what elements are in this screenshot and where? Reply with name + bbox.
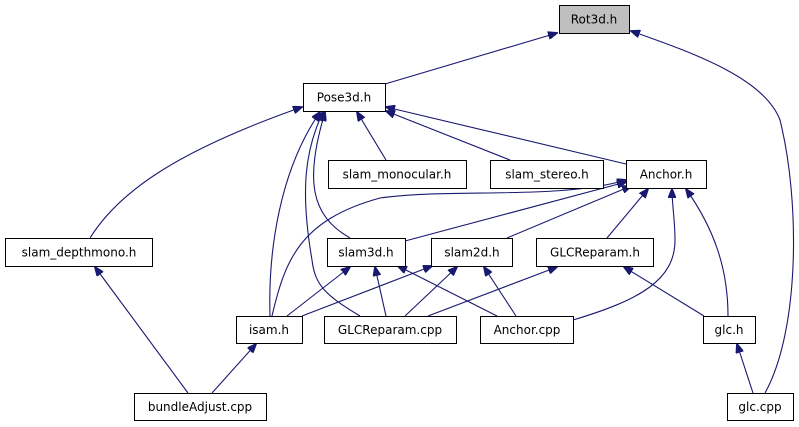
node-glcreparam-h[interactable]: GLCReparam.h: [536, 238, 654, 267]
node-glc-cpp[interactable]: glc.cpp: [727, 393, 794, 421]
node-label: GLCReparam.cpp: [338, 323, 442, 337]
node-glc-h[interactable]: glc.h: [703, 316, 756, 344]
edge-glcreparamcpp-pose3d: [304, 112, 361, 317]
nodes: Rot3d.h Pose3d.h slam_monocular.h slam_s…: [5, 5, 794, 421]
node-slam3d[interactable]: slam3d.h: [327, 238, 406, 267]
node-label: isam.h: [249, 323, 289, 337]
node-label: Rot3d.h: [571, 13, 618, 27]
node-label: bundleAdjust.cpp: [148, 400, 252, 414]
edges: [89, 31, 795, 394]
edge-glcreparamcpp-slam2d: [404, 267, 457, 317]
edge-slam3d-anchorh: [404, 182, 626, 242]
edge-glcreparamh-anchorh: [606, 189, 648, 239]
edge-pose3d-rot3d: [384, 33, 557, 85]
edge-glccpp-glch: [737, 344, 754, 394]
node-label: slam2d.h: [444, 246, 499, 260]
node-slam-monocular[interactable]: slam_monocular.h: [328, 160, 467, 189]
node-slam-stereo[interactable]: slam_stereo.h: [490, 160, 604, 189]
node-isam[interactable]: isam.h: [236, 316, 303, 344]
edge-anchorcpp-slam3d: [398, 266, 498, 317]
edge-glcreparamcpp-glcreparamh: [427, 267, 557, 317]
edge-anchorh-pose3d: [386, 107, 627, 165]
node-label: GLCReparam.h: [550, 246, 640, 260]
edge-glch-glcreparamh: [624, 267, 705, 317]
edge-isam-anchorh: [271, 180, 626, 317]
edge-isam-pose3d: [269, 112, 320, 317]
edge-glcreparamcpp-slam3d: [375, 267, 387, 317]
node-pose3d[interactable]: Pose3d.h: [303, 83, 386, 112]
node-bundleadjust[interactable]: bundleAdjust.cpp: [134, 393, 267, 421]
edge-slamstereo-pose3d: [386, 111, 511, 161]
node-anchor-cpp[interactable]: Anchor.cpp: [480, 316, 574, 344]
edge-anchorcpp-anchorh: [572, 189, 675, 321]
edge-glccpp-rot3d: [631, 31, 795, 394]
node-label: slam_stereo.h: [505, 168, 589, 182]
node-slam-depthmono[interactable]: slam_depthmono.h: [5, 238, 153, 267]
node-anchor-h[interactable]: Anchor.h: [626, 160, 707, 189]
edge-bundleadjust-slamdepthmono: [95, 267, 189, 394]
edge-isam-slam3d: [286, 267, 350, 317]
node-glcreparam-cpp[interactable]: GLCReparam.cpp: [324, 316, 457, 344]
node-label: glc.cpp: [738, 400, 781, 414]
node-label: Anchor.cpp: [494, 323, 561, 337]
edge-isam-slam2d: [301, 266, 432, 317]
node-label: Pose3d.h: [317, 91, 371, 105]
node-label: slam3d.h: [338, 246, 393, 260]
edge-slam3d-pose3d: [313, 112, 351, 239]
node-label: glc.h: [715, 323, 744, 337]
edge-slammonocular-pose3d: [357, 112, 387, 161]
node-slam2d[interactable]: slam2d.h: [431, 238, 513, 267]
edge-slam2d-anchorh: [506, 186, 631, 239]
node-label: slam_depthmono.h: [22, 246, 137, 260]
node-label: Anchor.h: [640, 168, 693, 182]
node-rot3d[interactable]: Rot3d.h: [559, 5, 630, 34]
edge-anchorcpp-slam2d: [484, 267, 517, 317]
edge-glch-anchorh: [686, 189, 729, 317]
edge-bundleadjust-isam: [211, 344, 256, 394]
node-label: slam_monocular.h: [343, 168, 452, 182]
edge-slamdepthmono-pose3d: [89, 107, 302, 239]
